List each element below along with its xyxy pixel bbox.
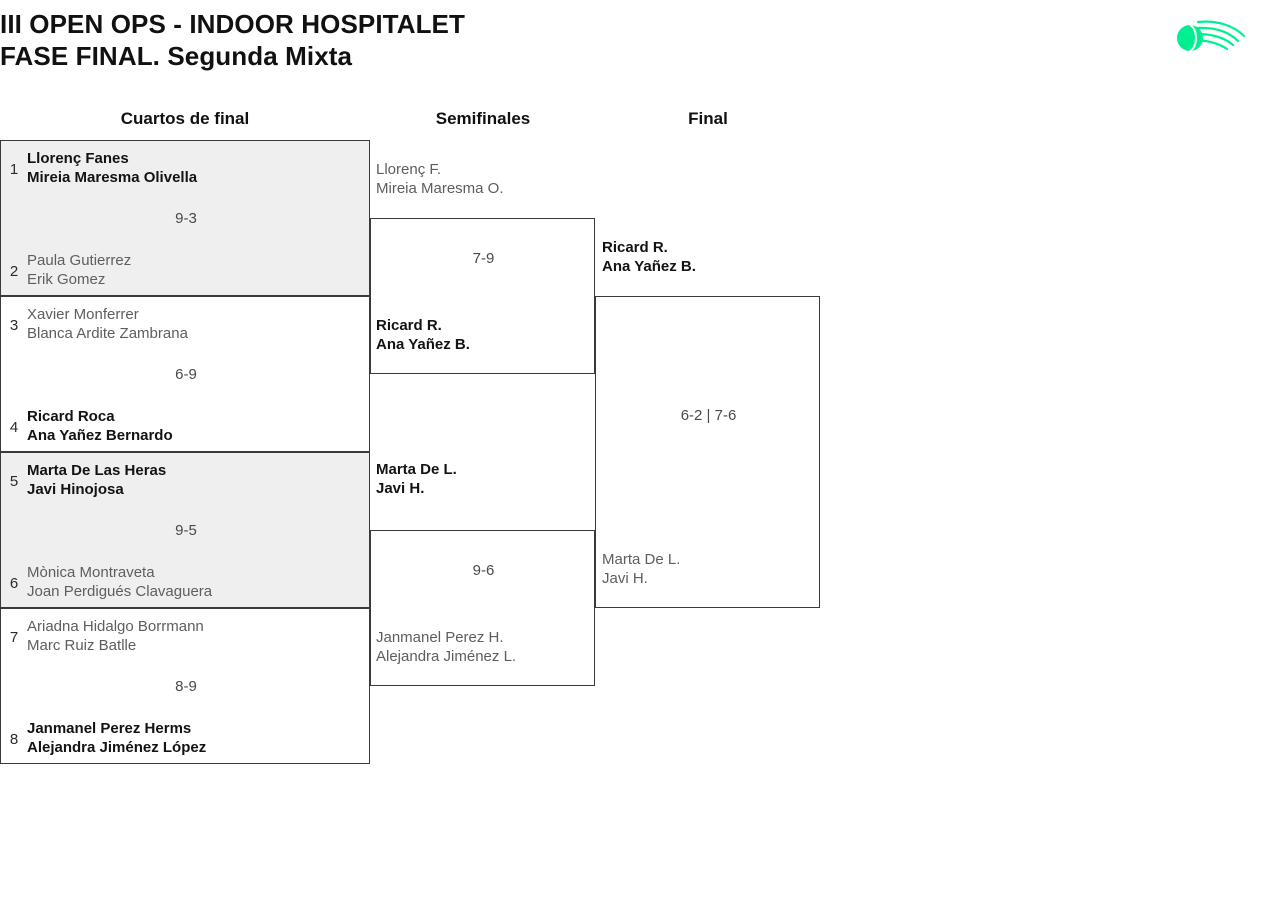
- player-name: Ariadna Hidalgo Borrmann: [27, 618, 204, 635]
- match-score: 6-2 | 7-6: [680, 407, 737, 424]
- final-match[interactable]: 6-2 | 7-6: [595, 296, 820, 608]
- page-title-line-1: III OPEN OPS - INDOOR HOSPITALET: [0, 9, 465, 39]
- match-score: 9-5: [175, 522, 197, 539]
- match-score: 6-9: [175, 366, 197, 383]
- seed-number: 5: [9, 473, 19, 490]
- team-name: Ricard Roca Ana Yañez Bernardo: [27, 408, 173, 445]
- player-name: Ana Yañez B.: [376, 335, 470, 353]
- player-name: Llorenç F.: [376, 161, 442, 178]
- player-name: Blanca Ardite Zambrana: [27, 324, 188, 342]
- final-champion-team: Ricard R. Ana Yañez B.: [602, 239, 696, 276]
- round-header-final: Final: [688, 109, 728, 128]
- player-name: Ricard R.: [376, 317, 442, 334]
- match-score: 7-9: [472, 250, 495, 267]
- player-name: Llorenç Fanes: [27, 150, 129, 167]
- semifinal-1-upper-team: Llorenç F. Mireia Maresma O.: [376, 161, 504, 198]
- team-name: Ariadna Hidalgo Borrmann Marc Ruiz Batll…: [27, 618, 204, 655]
- tournament-header: III OPEN OPS - INDOOR HOSPITALET FASE FI…: [0, 8, 900, 72]
- semifinal-match-2[interactable]: 9-6: [370, 530, 595, 686]
- player-name: Javi Hinojosa: [27, 480, 124, 498]
- player-name: Xavier Monferrer: [27, 306, 139, 323]
- round-header-semifinals: Semifinales: [435, 109, 531, 128]
- player-name: Erik Gomez: [27, 270, 106, 288]
- player-name: Javi H.: [602, 569, 648, 587]
- final-runnerup-team: Marta De L. Javi H.: [602, 551, 680, 588]
- player-name: Mireia Maresma O.: [376, 179, 504, 197]
- match-score: 9-3: [175, 210, 197, 227]
- quarterfinal-match-2[interactable]: 3 Xavier Monferrer Blanca Ardite Zambran…: [0, 296, 370, 452]
- team-name: Marta De Las Heras Javi Hinojosa: [27, 462, 166, 499]
- player-name: Marta De L.: [602, 551, 681, 568]
- seed-number: 1: [9, 161, 19, 178]
- quarterfinal-match-3[interactable]: 5 Marta De Las Heras Javi Hinojosa 9-5 6…: [0, 452, 370, 608]
- team-name: Llorenç Fanes Mireia Maresma Olivella: [27, 150, 197, 187]
- team-name: Paula Gutierrez Erik Gomez: [27, 252, 131, 289]
- match-score: 9-6: [472, 562, 495, 579]
- player-name: Marc Ruiz Batlle: [27, 636, 137, 654]
- player-name: Janmanel Perez Herms: [27, 720, 192, 737]
- page-title-line-2: FASE FINAL. Segunda Mixta: [0, 41, 353, 71]
- semifinal-2-upper-team: Marta De L. Javi H.: [376, 461, 457, 498]
- seed-number: 3: [9, 317, 19, 334]
- player-name: Alejandra Jiménez L.: [376, 647, 517, 665]
- round-header-quarterfinals: Cuartos de final: [120, 109, 250, 128]
- team-name: Xavier Monferrer Blanca Ardite Zambrana: [27, 306, 188, 343]
- player-name: Joan Perdigués Clavaguera: [27, 582, 213, 600]
- player-name: Alejandra Jiménez López: [27, 738, 207, 756]
- quarterfinal-match-1[interactable]: 1 Llorenç Fanes Mireia Maresma Olivella …: [0, 140, 370, 296]
- seed-number: 8: [9, 731, 19, 748]
- seed-number: 7: [9, 629, 19, 646]
- player-name: Paula Gutierrez: [27, 252, 132, 269]
- player-name: Ana Yañez B.: [602, 257, 696, 275]
- player-name: Ana Yañez Bernardo: [27, 426, 173, 444]
- team-name: Mònica Montraveta Joan Perdigués Clavagu…: [27, 564, 212, 601]
- match-score: 8-9: [175, 678, 197, 695]
- seed-number: 2: [9, 263, 19, 280]
- semifinal-1-lower-team: Ricard R. Ana Yañez B.: [376, 317, 470, 354]
- player-name: Marta De L.: [376, 461, 457, 478]
- player-name: Ricard Roca: [27, 408, 115, 425]
- quarterfinal-match-4[interactable]: 7 Ariadna Hidalgo Borrmann Marc Ruiz Bat…: [0, 608, 370, 764]
- player-name: Mònica Montraveta: [27, 564, 155, 581]
- player-name: Ricard R.: [602, 239, 668, 256]
- seed-number: 4: [9, 419, 19, 436]
- semifinal-match-1[interactable]: 7-9: [370, 218, 595, 374]
- player-name: Javi H.: [376, 479, 425, 497]
- player-name: Janmanel Perez H.: [376, 629, 504, 646]
- seed-number: 6: [9, 575, 19, 592]
- team-name: Janmanel Perez Herms Alejandra Jiménez L…: [27, 720, 206, 757]
- semifinal-2-lower-team: Janmanel Perez H. Alejandra Jiménez L.: [376, 629, 516, 666]
- player-name: Marta De Las Heras: [27, 462, 167, 479]
- tennis-ball-swoosh-logo-icon: [1174, 16, 1246, 62]
- player-name: Mireia Maresma Olivella: [27, 168, 198, 186]
